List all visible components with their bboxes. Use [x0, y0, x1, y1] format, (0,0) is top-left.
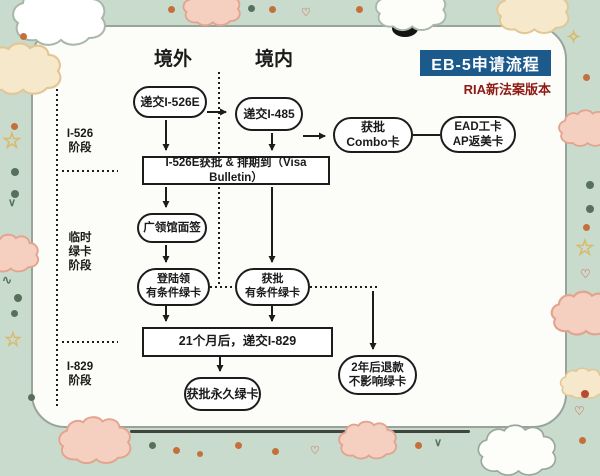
decorative-dot — [173, 447, 180, 454]
decorative-dot — [168, 6, 175, 13]
phase-line: 临时 — [68, 232, 92, 244]
decorative-dot — [583, 74, 590, 81]
heart-icon: ♡ — [301, 7, 311, 19]
decorative-dot — [14, 294, 22, 302]
node-label: 有条件绿卡 — [245, 287, 300, 299]
decorative-dot — [11, 190, 19, 198]
decorative-dot — [28, 394, 35, 401]
cloud-decoration — [338, 420, 398, 460]
cloud-decoration — [0, 42, 62, 95]
wave-icon: ∿ — [2, 273, 13, 287]
node-conditional-green-card-approved: 获批 有条件绿卡 — [235, 268, 310, 306]
wave-icon: ∨ — [8, 197, 17, 209]
decorative-dot — [11, 310, 18, 317]
decorative-dot — [248, 5, 255, 12]
node-refund-after-2-years: 2年后退款 不影响绿卡 — [338, 355, 417, 395]
heart-icon: ♡ — [580, 267, 591, 281]
cloud-decoration — [550, 290, 600, 336]
node-label: 递交I-485 — [243, 106, 295, 121]
decorative-dot — [415, 442, 422, 449]
decorative-dot — [356, 6, 363, 13]
node-landing-conditional-green-card: 登陆领 有条件绿卡 — [137, 268, 210, 306]
flowchart-card — [31, 25, 567, 428]
node-label: Combo卡 — [346, 135, 400, 149]
node-label: 广领馆面签 — [143, 221, 201, 234]
phase-label-temporary-green-card: 临时 绿卡 阶段 — [58, 231, 102, 273]
node-label: 登陆领 — [157, 273, 190, 286]
decorative-dot — [11, 168, 19, 176]
node-label: 递交I-526E — [140, 94, 200, 109]
card-shadow-line — [130, 430, 470, 433]
node-label: EAD工卡 — [454, 121, 502, 134]
cloud-decoration — [375, 0, 447, 32]
node-ead-ap-cards: EAD工卡 AP返美卡 — [440, 116, 516, 153]
node-label: 获批 — [261, 273, 284, 286]
node-permanent-green-card-approved: 获批永久绿卡 — [184, 377, 261, 411]
node-submit-i485: 递交I-485 — [235, 97, 303, 131]
node-i526e-approved-visa-bulletin: I-526E获批 & 排期到（Visa Bulletin） — [142, 156, 330, 185]
phase-line: I-526 — [66, 128, 94, 140]
decorative-dot — [579, 437, 586, 444]
cloud-decoration — [58, 416, 132, 465]
cloud-decoration — [182, 0, 241, 27]
cloud-decoration — [558, 109, 600, 147]
decorative-dot — [20, 33, 27, 40]
node-label: 获批永久绿卡 — [186, 386, 259, 401]
node-label: 21个月后，递交I-829 — [178, 334, 297, 349]
decorative-dot — [235, 442, 242, 449]
node-label: 2年后退款 — [351, 361, 404, 374]
decorative-dot — [197, 451, 203, 457]
phase-label-i526: I-526 阶段 — [58, 127, 102, 155]
star-icon: ☆ — [575, 235, 595, 260]
node-label: 不影响绿卡 — [348, 376, 407, 388]
phase-line: 阶段 — [68, 142, 92, 154]
node-label: I-526E获批 & 排期到（Visa Bulletin） — [165, 157, 307, 184]
cloud-decoration — [496, 0, 570, 35]
phase-line: 阶段 — [68, 260, 92, 272]
decorative-dot — [583, 224, 590, 231]
page-subtitle: RIA新法案版本 — [463, 82, 551, 97]
decorative-dot — [586, 181, 594, 189]
cloud-decoration — [559, 367, 600, 399]
star-icon: ☆ — [2, 128, 22, 153]
wave-icon: ∨ — [434, 437, 443, 449]
phase-line: 阶段 — [68, 375, 92, 387]
heart-icon: ♡ — [310, 445, 320, 457]
node-submit-i829: 21个月后，递交I-829 — [142, 327, 333, 357]
node-label: 获批 — [360, 120, 385, 134]
cloud-decoration — [477, 424, 557, 476]
decorative-dot — [586, 205, 594, 213]
node-label: 有条件绿卡 — [146, 287, 201, 299]
decorative-dot — [581, 390, 589, 398]
decorative-dot — [11, 123, 18, 130]
decorative-dot — [149, 442, 156, 449]
node-consulate-interview: 广领馆面签 — [137, 213, 207, 243]
decorative-dot — [269, 6, 276, 13]
star-icon: ☆ — [4, 329, 22, 351]
phase-line: 绿卡 — [68, 246, 92, 258]
heart-icon: ♡ — [574, 404, 585, 418]
node-submit-i526e: 递交I-526E — [133, 86, 207, 118]
column-header-domestic: 境内 — [254, 49, 293, 70]
decorative-dot — [272, 448, 279, 455]
phase-label-i829: I-829 阶段 — [58, 360, 102, 388]
node-combo-card-approved: 获批 Combo卡 — [333, 117, 413, 153]
phase-line: I-829 — [66, 361, 94, 373]
node-label: AP返美卡 — [452, 135, 504, 148]
column-header-overseas: 境外 — [153, 49, 192, 70]
sparkle-icon: ✧ — [566, 27, 582, 47]
page-title: EB-5申请流程 — [420, 50, 551, 76]
